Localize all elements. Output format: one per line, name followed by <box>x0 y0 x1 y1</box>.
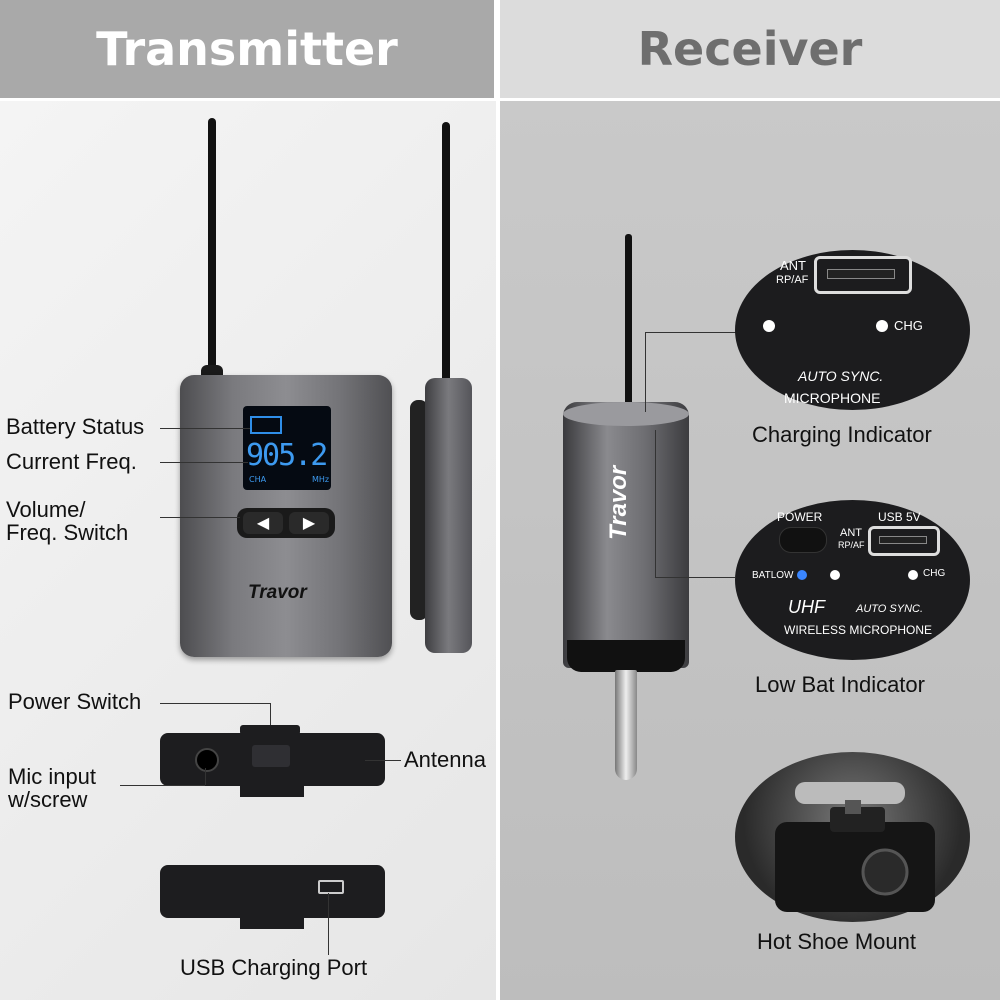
receiver-antenna <box>625 234 632 409</box>
camera-illustration <box>775 782 935 912</box>
leader-mic-h <box>120 785 205 786</box>
chg-led <box>876 320 888 332</box>
left-arrow-button[interactable]: ◀ <box>243 512 283 534</box>
label-battery-status: Battery Status <box>6 414 145 439</box>
transmitter-antenna <box>208 118 216 380</box>
mic-input-jack <box>195 748 219 772</box>
label-antenna: Antenna <box>404 747 486 772</box>
lcd-screen <box>243 406 331 490</box>
leader-battery <box>160 428 250 429</box>
belt-clip <box>410 400 428 620</box>
c1-chg: CHG <box>894 318 923 333</box>
leader-usb <box>328 893 329 955</box>
c2-power: POWER <box>777 510 823 524</box>
receiver-plug <box>615 670 637 780</box>
transmitter-header: Transmitter <box>0 0 494 98</box>
leader-power-v <box>270 703 271 743</box>
batlow-led <box>797 570 807 580</box>
top-view-tab <box>240 725 300 735</box>
power-switch[interactable] <box>252 745 290 767</box>
label-current-freq: Current Freq. <box>6 449 137 474</box>
label-charging-indicator: Charging Indicator <box>752 422 932 447</box>
label-freq-switch: Freq. Switch <box>6 520 129 545</box>
c1-microphone: MICROPHONE <box>784 390 881 406</box>
leader-volume <box>160 517 240 518</box>
c2-rp-af: RP/AF <box>838 540 865 550</box>
leader-charging-v <box>645 332 646 412</box>
receiver-brand-logo: Travor <box>605 465 632 540</box>
panel-divider <box>496 0 500 1000</box>
leader-charging-h <box>645 332 763 333</box>
c2-batlow: BATLOW <box>752 570 794 581</box>
c1-auto-sync: AUTO SYNC. <box>798 368 884 384</box>
c2-usb: USB 5V <box>878 510 921 524</box>
charging-led <box>763 320 775 332</box>
leader-lowbat-v <box>655 430 656 577</box>
usb-5v-port-icon <box>868 526 940 556</box>
top-view-tab-bottom <box>240 785 304 797</box>
c2-chg: CHG <box>923 568 946 579</box>
c2-uhf: UHF <box>788 597 825 617</box>
receiver-body <box>563 402 689 668</box>
c1-rp-af: RP/AF <box>776 274 809 286</box>
label-power-switch: Power Switch <box>8 689 142 714</box>
leader-antenna <box>365 760 401 761</box>
hot-shoe-photo <box>735 752 970 922</box>
label-hot-shoe: Hot Shoe Mount <box>757 929 916 954</box>
transmitter-brand-logo: Travor <box>248 582 307 603</box>
receiver-top <box>563 402 689 426</box>
bottom-view-tab <box>240 915 304 929</box>
usb-port-icon <box>814 256 912 294</box>
battery-icon <box>250 416 282 434</box>
c2-wireless-mic: WIRELESS MICROPHONE <box>784 623 933 637</box>
side-antenna <box>442 122 450 382</box>
status-led <box>830 570 840 580</box>
right-arrow-button[interactable]: ▶ <box>289 512 329 534</box>
label-volume: Volume/ <box>6 497 86 522</box>
receiver-bottom-cap <box>567 640 685 672</box>
leader-mic-v <box>205 768 206 785</box>
header-divider <box>0 98 1000 101</box>
transmitter-bottom-view <box>160 865 385 918</box>
label-low-bat-indicator: Low Bat Indicator <box>755 672 925 697</box>
usb-charging-port <box>318 880 344 894</box>
lcd-unit: MHz <box>312 475 330 484</box>
c2-auto-sync: AUTO SYNC. <box>856 603 924 615</box>
label-usb-port: USB Charging Port <box>180 955 368 980</box>
leader-freq <box>160 462 248 463</box>
lcd-channel: CHA <box>249 475 267 484</box>
receiver-power-button[interactable] <box>779 527 827 553</box>
c2-ant: ANT <box>840 527 862 539</box>
receiver-header: Receiver <box>500 0 1000 98</box>
lcd-frequency: 905.2 <box>246 438 328 473</box>
label-mic-screw: w/screw <box>8 787 88 812</box>
transmitter-side <box>425 378 472 653</box>
label-mic-input: Mic input <box>8 764 97 789</box>
leader-lowbat-h <box>655 577 735 578</box>
chg-led-2 <box>908 570 918 580</box>
leader-power-h <box>160 703 270 704</box>
c1-ant: ANT <box>780 258 806 273</box>
